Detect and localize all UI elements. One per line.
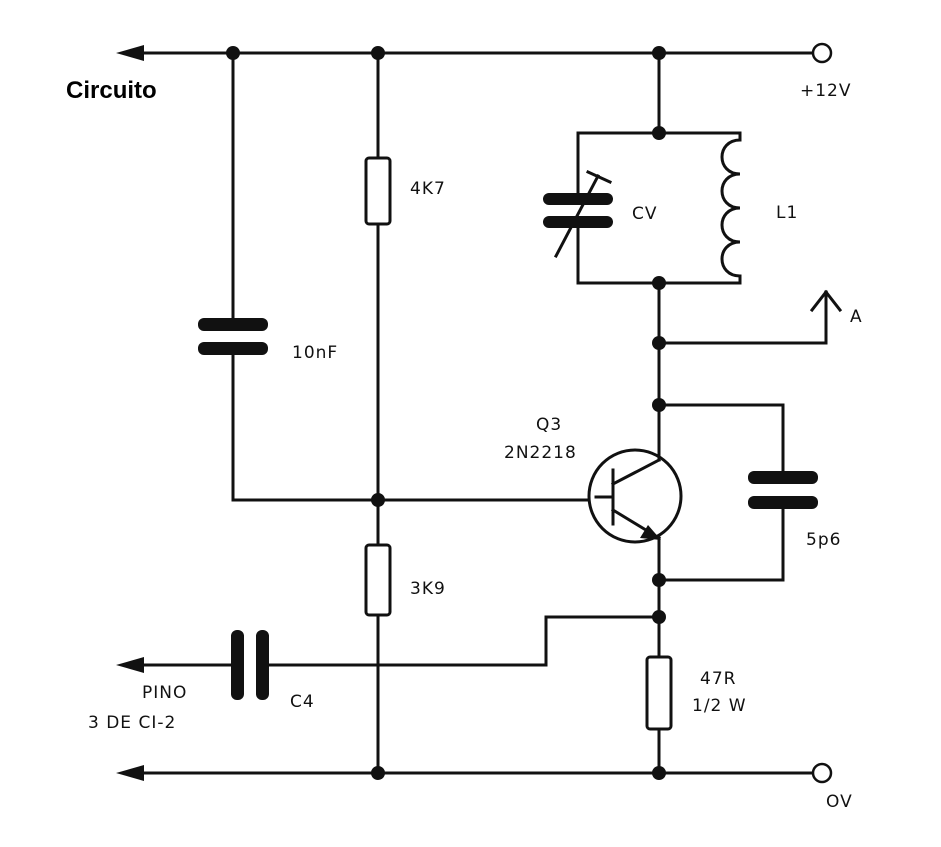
- tank-circuit: [576, 51, 742, 407]
- capacitor-5p6: [657, 403, 818, 582]
- variable-capacitor-cv: [543, 170, 613, 259]
- capacitor-10nf: [198, 51, 380, 502]
- resistor-47r-power: 1/2 W: [692, 696, 747, 716]
- ground-terminal: [811, 762, 833, 784]
- capacitor-c4: [116, 615, 661, 700]
- pin-label-line2: 3 DE CI-2: [88, 713, 176, 733]
- antenna: [657, 289, 843, 345]
- pin-label-line1: PINO: [142, 683, 187, 703]
- diagram-title: Circuito: [66, 77, 157, 104]
- antenna-label: A: [850, 307, 863, 327]
- variable-capacitor-cv-label: CV: [632, 204, 658, 224]
- transistor-q3-part: 2N2218: [504, 443, 577, 463]
- inductor-l1-label: L1: [776, 203, 798, 223]
- capacitor-c4-label: C4: [290, 692, 315, 712]
- transistor-q3-label: Q3: [536, 415, 562, 435]
- resistor-3k9: [364, 543, 392, 775]
- supply-terminal: [811, 42, 833, 64]
- supply-label: +12V: [800, 81, 852, 101]
- resistor-4k7-label: 4K7: [410, 179, 446, 199]
- junction-dots: [226, 46, 666, 780]
- capacitor-5p6-label: 5p6: [806, 530, 841, 550]
- resistor-47r-label: 47R: [700, 669, 736, 689]
- ground-label: OV: [826, 792, 853, 812]
- resistor-3k9-label: 3K9: [410, 579, 446, 599]
- ground-rail: [116, 762, 833, 784]
- capacitor-10nf-label: 10nF: [292, 343, 338, 363]
- transistor-q3: [587, 403, 683, 582]
- resistor-47r: [645, 578, 673, 775]
- resistor-4k7: [364, 51, 392, 547]
- supply-rail: [116, 42, 833, 64]
- inductor-l1: [720, 138, 742, 278]
